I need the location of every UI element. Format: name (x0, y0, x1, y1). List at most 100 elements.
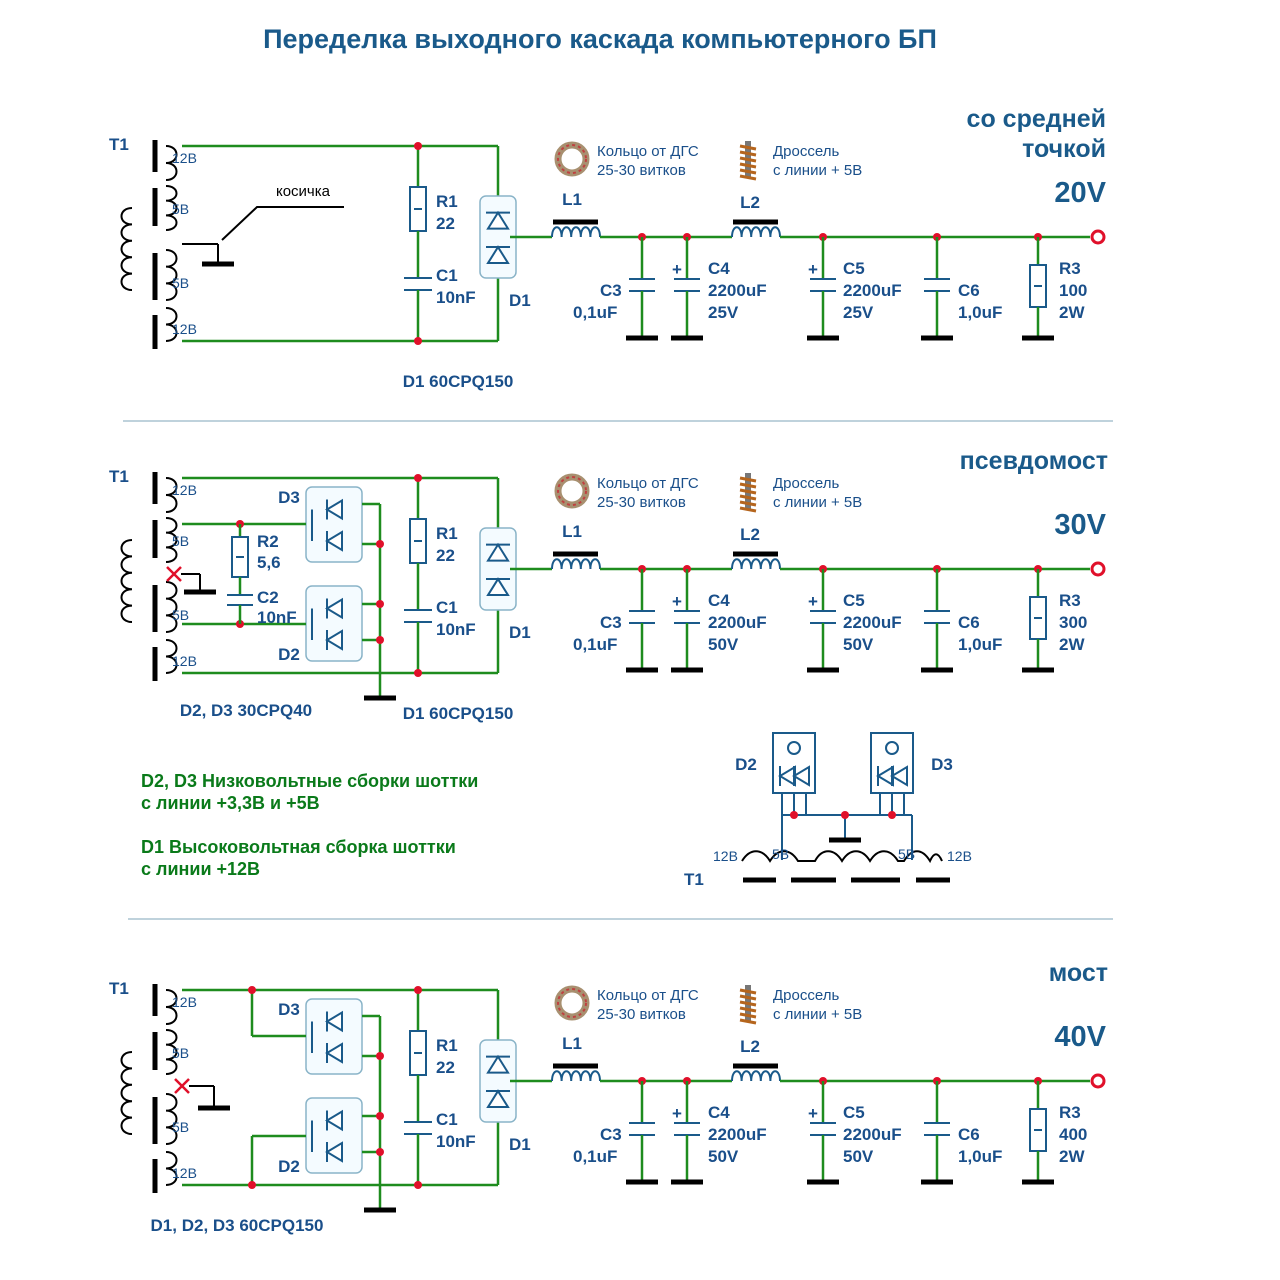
c5-value: 2200uF (843, 613, 902, 632)
diode-d3 (305, 486, 363, 563)
diode-symbol (325, 597, 343, 620)
c4-label: C4 (708, 591, 730, 610)
junction-dot (888, 811, 896, 819)
c3-label: C3 (600, 613, 622, 632)
junction-dot (414, 986, 422, 994)
diode-symbol (486, 210, 510, 230)
choke-winding (739, 494, 757, 501)
output-terminal (1090, 229, 1106, 245)
junction-dot (248, 1181, 256, 1189)
t1-label: T1 (109, 135, 129, 154)
diode-symbol (486, 577, 510, 597)
c5-value: 2200uF (843, 281, 902, 300)
output-terminal (1090, 1073, 1106, 1089)
r3-value: 100 (1059, 281, 1087, 300)
note-line: с линии +3,3В и +5В (141, 793, 320, 813)
disconnect-mark (166, 566, 182, 582)
diode-symbol (486, 245, 510, 265)
output-voltage: 40V (1054, 1021, 1106, 1053)
inductor-l2 (731, 226, 781, 238)
pinout-12v: 12В (713, 848, 738, 864)
c6-label: C6 (958, 281, 980, 300)
winding-label: 12В (172, 994, 197, 1010)
c6-label: C6 (958, 613, 980, 632)
choke-winding (739, 506, 757, 513)
output-voltage: 30V (1054, 509, 1106, 541)
pinout-5v: 5В (772, 846, 789, 862)
c2-value: 10nF (257, 608, 297, 627)
winding (120, 539, 133, 623)
pinout-t1: T1 (684, 870, 704, 889)
c1-label: C1 (436, 266, 458, 285)
junction-dot (376, 1148, 384, 1156)
l2-label: L2 (740, 1037, 760, 1056)
winding (165, 477, 178, 513)
l2-note: с линии + 5В (773, 1006, 862, 1023)
r2-value: 5,6 (257, 553, 281, 572)
junction-dot (414, 669, 422, 677)
diode-symbol (486, 542, 510, 562)
d1-label: D1 (509, 623, 531, 642)
d3-label: D3 (278, 488, 300, 507)
t1-label: T1 (109, 979, 129, 998)
r3-power: 2W (1059, 635, 1085, 654)
c6-value: 1,0uF (958, 635, 1002, 654)
winding-label: 5В (172, 1045, 189, 1061)
diode-note: D1, D2, D3 60CPQ150 (151, 1216, 324, 1235)
r1-label: R1 (436, 1036, 458, 1055)
d1-label: D1 (509, 1135, 531, 1154)
winding (165, 581, 178, 633)
note-line: D1 Высоковольтная сборка шоттки (141, 837, 456, 857)
diode-symbol (325, 1042, 343, 1064)
c4-value: 2200uF (708, 613, 767, 632)
l1-note: Кольцо от ДГС (597, 475, 699, 492)
mode-label: псевдомост (960, 447, 1108, 475)
r1-value: 22 (436, 1058, 455, 1077)
r1-value: 22 (436, 546, 455, 565)
output-terminal (1090, 561, 1106, 577)
winding-label: 12В (172, 1165, 197, 1181)
choke-winding (739, 144, 757, 151)
l1-label: L1 (562, 522, 582, 541)
c6-value: 1,0uF (958, 303, 1002, 322)
junction-dot (376, 1112, 384, 1120)
l1-note: Кольцо от ДГС (597, 143, 699, 160)
choke-winding (739, 988, 757, 995)
pinout-12v: 12В (947, 848, 972, 864)
winding (165, 639, 178, 674)
diode-note: D1 60CPQ150 (403, 704, 514, 723)
junction-dot (248, 986, 256, 994)
winding (165, 249, 178, 301)
polarity-plus: + (672, 1104, 682, 1123)
winding (165, 145, 178, 181)
note-line: D2, D3 Низковольтные сборки шоттки (141, 771, 478, 791)
junction-dot (376, 1052, 384, 1060)
c5-label: C5 (843, 259, 865, 278)
c4-value: 2200uF (708, 281, 767, 300)
l1-note: 25-30 витков (597, 494, 686, 511)
diode-note: D1 60CPQ150 (403, 372, 514, 391)
c5-label: C5 (843, 591, 865, 610)
c3-label: C3 (600, 281, 622, 300)
kosichka-label: косичка (276, 183, 331, 200)
c3-label: C3 (600, 1125, 622, 1144)
choke-winding (739, 488, 757, 495)
t1-label: T1 (109, 467, 129, 486)
junction-dot (841, 811, 849, 819)
l1-note: Кольцо от ДГС (597, 987, 699, 1004)
notes-block: D2, D3 Низковольтные сборки шоттки с лин… (141, 771, 478, 879)
pinout-d2-label: D2 (735, 755, 757, 774)
c3-value: 0,1uF (573, 635, 617, 654)
c4-value: 2200uF (708, 1125, 767, 1144)
r3-label: R3 (1059, 1103, 1081, 1122)
polarity-plus: + (808, 592, 818, 611)
c1-value: 10nF (436, 620, 476, 639)
choke-winding (739, 168, 757, 175)
winding-label: 5В (172, 607, 189, 623)
diode-symbol (325, 1109, 343, 1132)
